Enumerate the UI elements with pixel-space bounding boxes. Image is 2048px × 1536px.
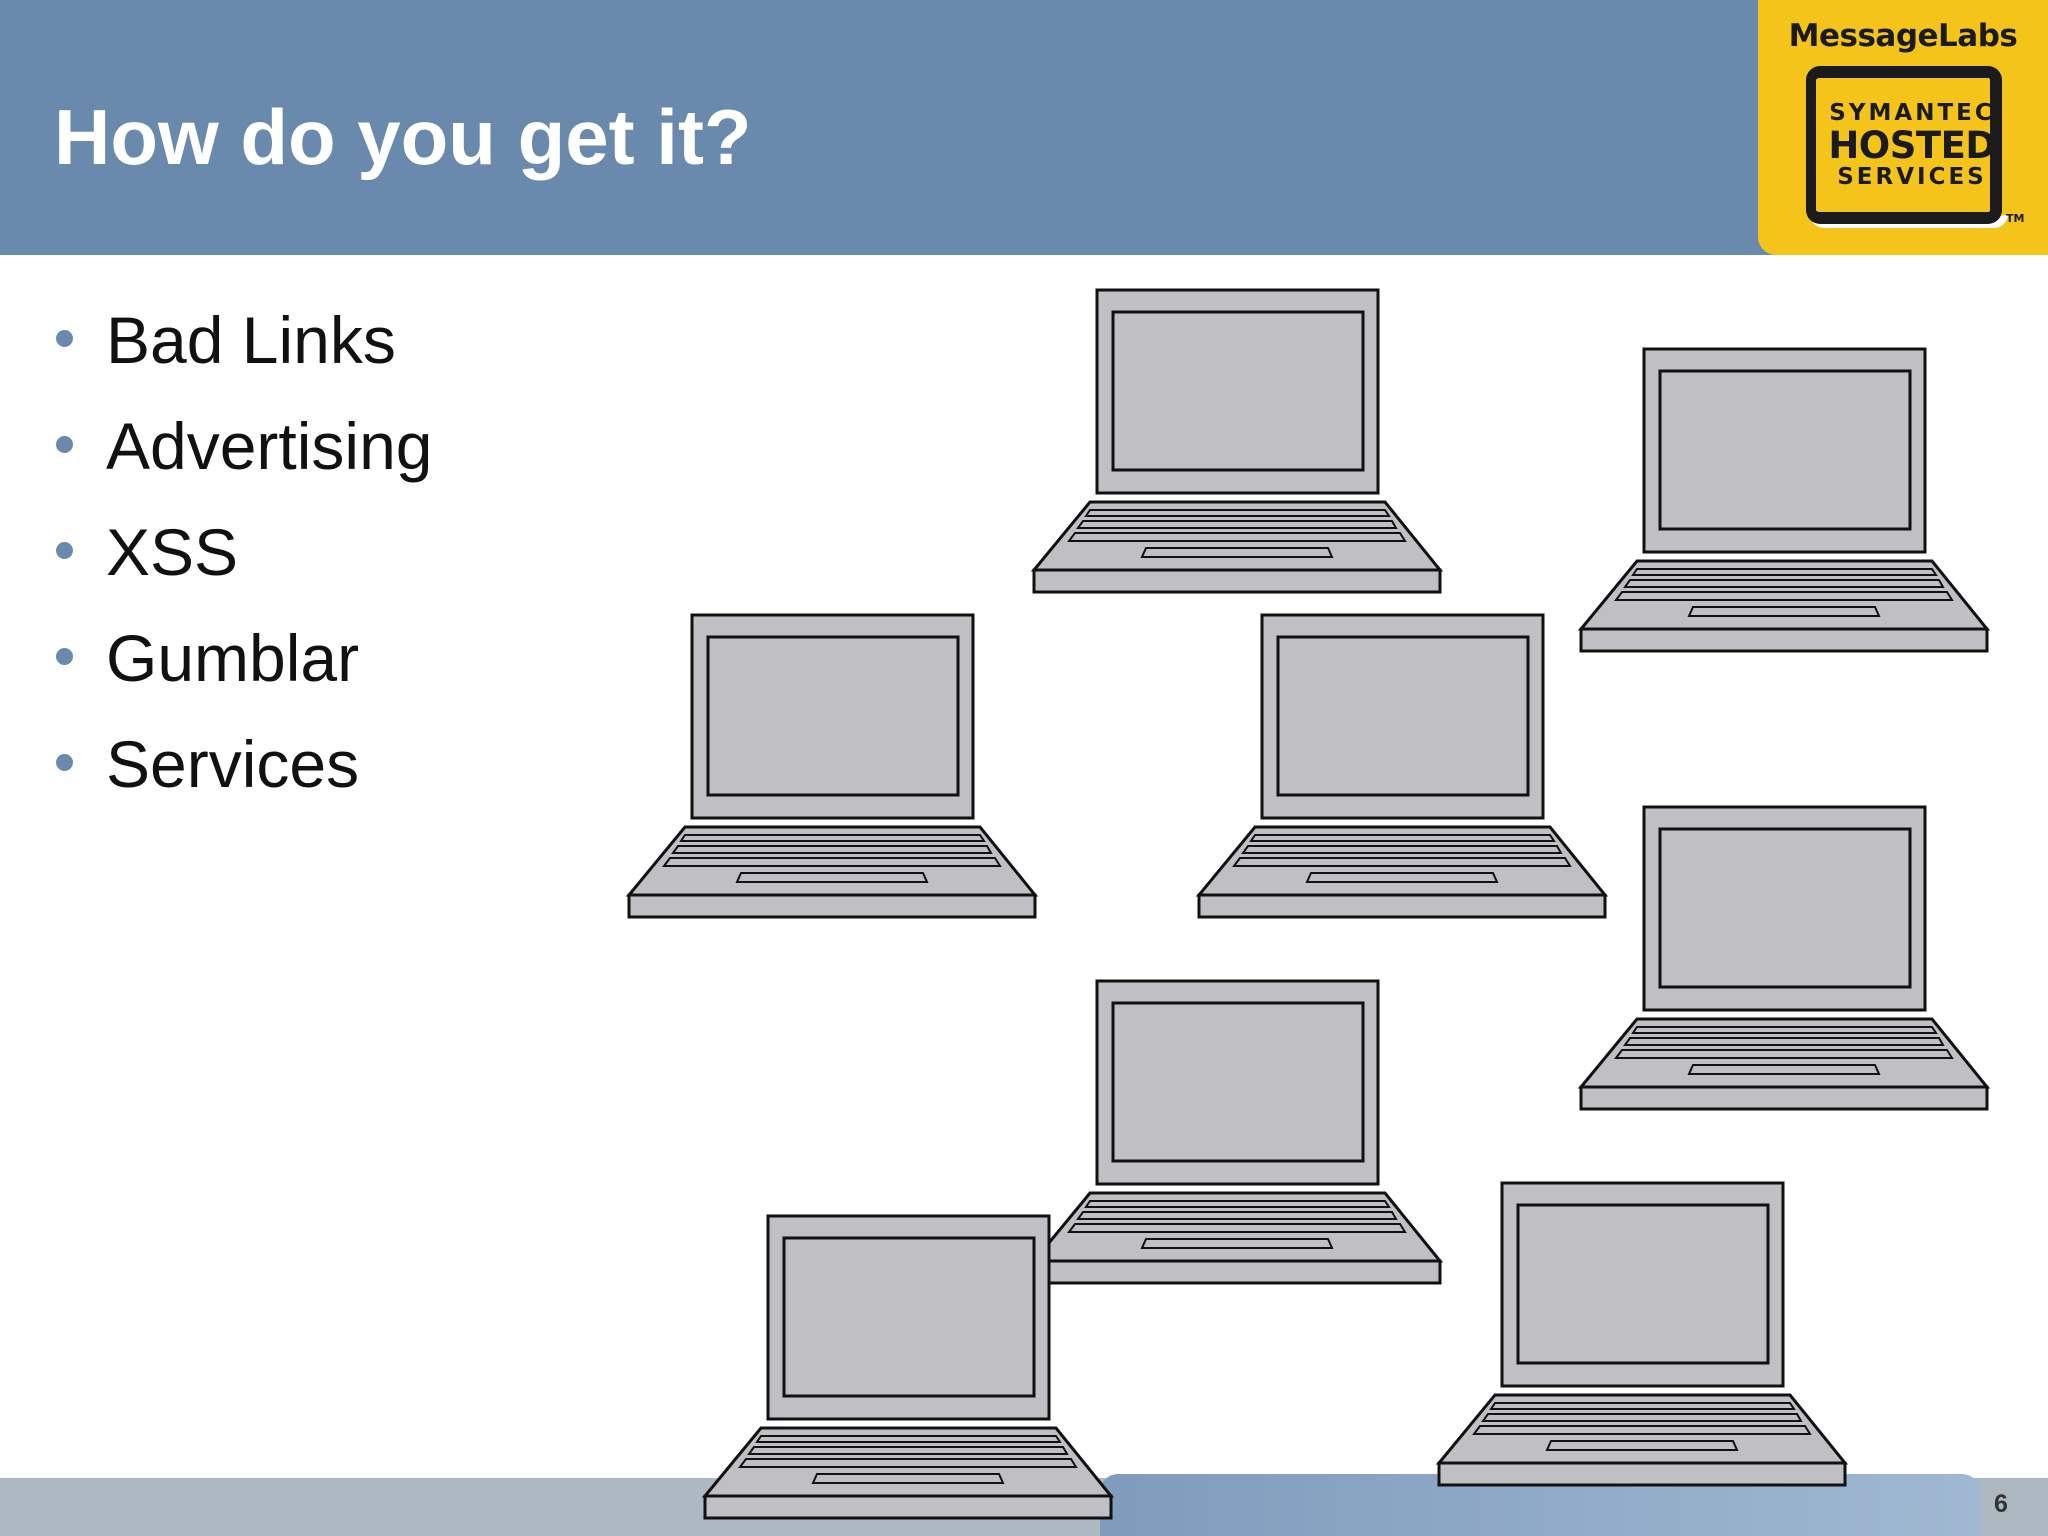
bullet-dot-icon	[56, 648, 73, 665]
messagelabs-logo: MessageLabs SYMANTEC HOSTED SERVICES TM	[1758, 0, 2048, 255]
laptop-icon	[703, 1214, 1113, 1520]
bullet-dot-icon	[56, 754, 73, 771]
laptop-icon	[1437, 1181, 1847, 1487]
bullet-dot-icon	[56, 542, 73, 559]
bullet-text: Services	[106, 727, 360, 801]
logo-line-hosted: HOSTED	[1828, 124, 1996, 167]
bullet-text: Gumblar	[106, 621, 360, 695]
laptop-icon	[1579, 805, 1989, 1111]
laptop-icon	[1579, 347, 1989, 653]
logo-brand-text: MessageLabs	[1788, 18, 2018, 54]
laptop-icon	[627, 613, 1037, 919]
bullet-dot-icon	[56, 330, 73, 347]
title-bar	[0, 0, 2048, 255]
page-number: 6	[1994, 1490, 2008, 1518]
slide-title: How do you get it?	[54, 93, 752, 181]
logo-line-symantec: SYMANTEC	[1829, 100, 1995, 126]
bullet-text: XSS	[106, 515, 239, 589]
laptop-icon	[1032, 979, 1442, 1285]
laptop-icon	[1197, 613, 1607, 919]
logo-trademark: TM	[2006, 212, 2025, 225]
bullet-dot-icon	[56, 436, 73, 453]
laptop-icon	[1032, 288, 1442, 594]
bullet-text: Bad Links	[106, 303, 396, 377]
logo-line-services: SERVICES	[1837, 164, 1987, 190]
logo-frame	[1806, 66, 2002, 224]
bullet-text: Advertising	[106, 409, 433, 483]
